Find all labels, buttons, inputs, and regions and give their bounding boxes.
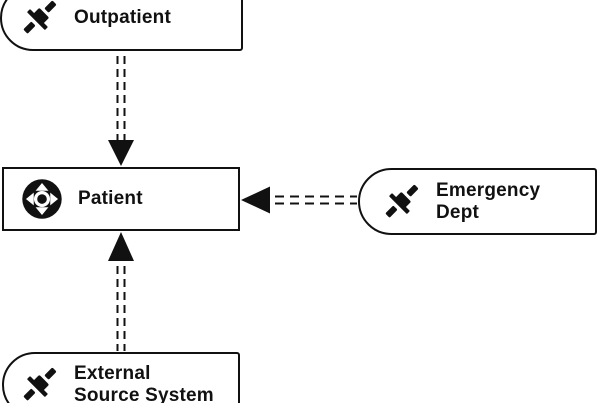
node-emergency-dept: Emergency Dept [358, 168, 597, 235]
move-dpad-icon [20, 177, 64, 221]
node-patient: Patient [2, 167, 240, 231]
satellite-icon [18, 364, 60, 403]
satellite-icon [380, 181, 422, 223]
node-emergency-dept-label-line1: Emergency [436, 179, 541, 201]
node-external-source-system: External Source System [2, 352, 240, 403]
node-external-source-system-label-line2: Source System [74, 385, 214, 403]
edge-external-source-system-to-patient [108, 232, 134, 351]
node-outpatient: Outpatient [0, 0, 243, 51]
node-outpatient-label: Outpatient [74, 7, 171, 28]
node-external-source-system-label: External Source System [74, 363, 214, 403]
node-emergency-dept-label: Emergency Dept [436, 180, 540, 224]
node-external-source-system-label-line1: External [74, 363, 151, 384]
edge-emergency-dept-to-patient [241, 186, 357, 214]
satellite-icon [18, 0, 60, 39]
edge-outpatient-to-patient [108, 56, 134, 166]
node-patient-label: Patient [78, 188, 143, 209]
node-emergency-dept-label-line2: Dept [436, 201, 480, 223]
